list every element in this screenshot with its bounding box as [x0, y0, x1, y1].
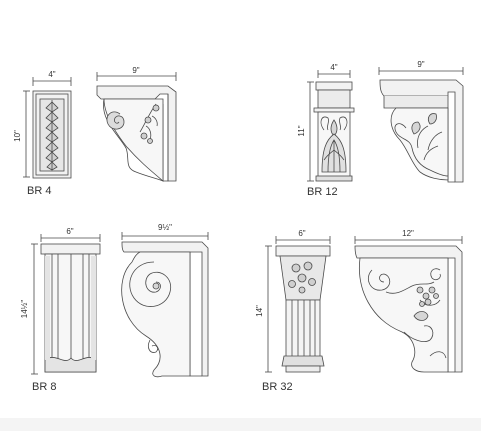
br4-side-width-label: 9"	[132, 66, 139, 75]
br12-code-label: BR 12	[307, 186, 338, 198]
br32-side-view: 12"	[354, 229, 463, 373]
br8-height-dimension: 14½"	[20, 243, 38, 375]
br8-code-label: BR 8	[32, 381, 56, 393]
br4-height-dimension: 10"	[13, 90, 30, 178]
br12-height-label: 11"	[297, 125, 306, 136]
br12-height-dimension: 11"	[297, 81, 314, 182]
br4-front-width-label: 4"	[48, 70, 55, 79]
br4-group: 4" 10" 9"	[13, 66, 177, 197]
br12-front-width-dimension: 4"	[317, 63, 351, 78]
br8-side-width-label: 9½"	[158, 223, 172, 232]
br12-front-width-label: 4"	[330, 63, 337, 72]
br8-side-view: 9½"	[121, 223, 209, 378]
br12-group: 4" 11" 9"	[297, 60, 464, 198]
br8-group: 6" 14½" 9½" BR 8	[20, 223, 209, 393]
br32-front-view	[275, 245, 331, 373]
br32-front-width-label: 6"	[298, 229, 305, 238]
br8-height-label: 14½"	[20, 300, 29, 319]
br32-height-label: 14"	[255, 305, 264, 317]
bottom-strip	[0, 418, 481, 431]
br4-height-label: 10"	[13, 130, 22, 142]
br12-front-view	[313, 81, 355, 182]
br12-side-view: 9"	[378, 60, 464, 183]
br32-side-width-label: 12"	[402, 229, 414, 238]
br4-code-label: BR 4	[27, 185, 51, 197]
br32-front-width-dimension: 6"	[275, 229, 331, 244]
br4-front-view	[32, 90, 72, 179]
br8-front-width-dimension: 6"	[40, 227, 101, 242]
br4-front-width-dimension: 4"	[32, 70, 72, 86]
br32-code-label: BR 32	[262, 381, 293, 393]
br32-height-dimension: 14"	[255, 245, 272, 373]
br4-side-view: 9"	[96, 66, 177, 182]
br12-side-width-label: 9"	[417, 60, 424, 69]
br32-group: 6" 14" 12"	[255, 229, 463, 393]
br8-front-width-label: 6"	[66, 227, 73, 236]
br8-front-view	[40, 243, 101, 373]
